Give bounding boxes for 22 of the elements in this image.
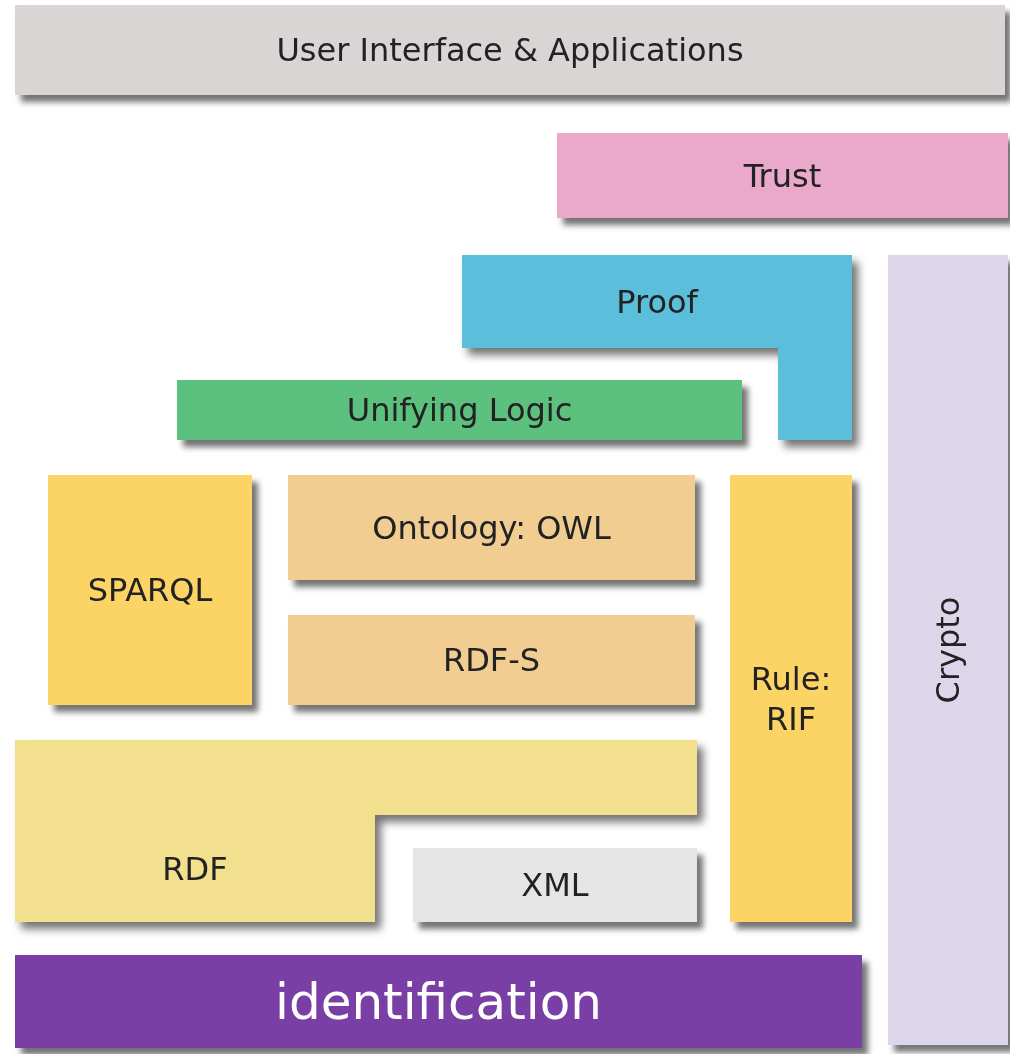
layer-label: XML bbox=[520, 865, 590, 905]
layer-block bbox=[288, 475, 695, 580]
layer-label: User Interface & Applications bbox=[275, 30, 745, 70]
layer-label: RDF bbox=[161, 848, 229, 889]
layer-label: Unifying Logic bbox=[345, 390, 574, 430]
layer-block bbox=[177, 380, 742, 440]
layer-label: Trust bbox=[742, 155, 823, 196]
layer-block bbox=[288, 615, 695, 705]
layer-label: SPARQL bbox=[86, 570, 214, 610]
layer-block bbox=[730, 475, 852, 922]
layer-label: Crypto bbox=[928, 596, 968, 704]
layer-block bbox=[413, 848, 697, 922]
layer-block bbox=[15, 955, 862, 1048]
layer-label: RDF-S bbox=[441, 640, 542, 680]
layer-label: Ontology: OWL bbox=[371, 507, 612, 548]
layer-label: Proof bbox=[615, 281, 700, 322]
layer-label: Rule: RIF bbox=[749, 658, 833, 739]
layer-block bbox=[15, 5, 1005, 95]
layer-label: identification bbox=[274, 971, 603, 1033]
layer-block bbox=[888, 255, 1008, 1045]
layer-block bbox=[557, 133, 1008, 218]
layer-block bbox=[48, 475, 252, 705]
